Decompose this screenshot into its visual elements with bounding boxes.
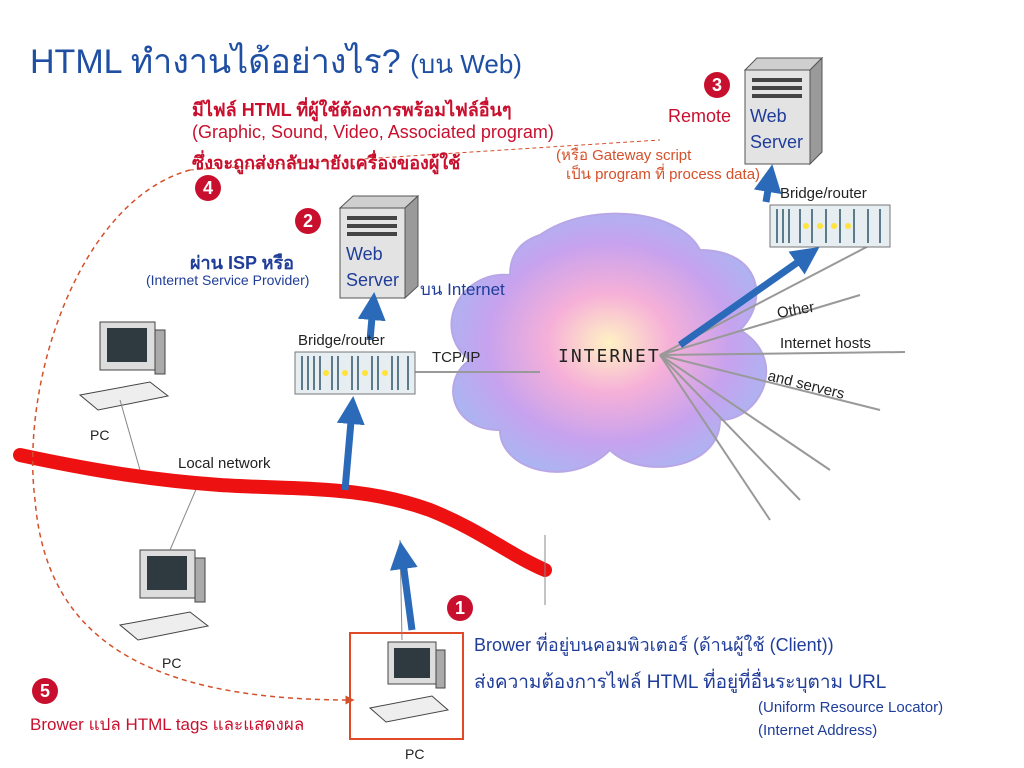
label-local-network: Local network	[178, 455, 271, 472]
title-sub: (บน Web)	[410, 49, 522, 79]
title-main: HTML ทำงานได้อย่างไร?	[30, 43, 401, 81]
local-network-cable	[13, 448, 552, 577]
label-tcp-ip: TCP/IP	[432, 349, 480, 366]
label-bridge-router-local: Bridge/router	[298, 332, 385, 349]
bridge-router-remote	[769, 204, 891, 248]
step1-url-full: (Uniform Resource Locator)	[758, 699, 944, 716]
label-internet-hosts: Internet hosts	[780, 335, 871, 352]
step4-underline	[189, 139, 661, 171]
label-bridge-router-remote: Bridge/router	[780, 185, 867, 202]
label-pc-middle: PC	[162, 655, 181, 671]
web-server-remote	[743, 56, 824, 166]
label-pc-top: PC	[90, 427, 109, 443]
step3-remote: Remote	[668, 106, 732, 126]
pc-client	[349, 539, 464, 740]
step1-badge: 1	[447, 595, 473, 621]
page-title: HTML ทำงานได้อย่างไร? (บน Web)	[30, 34, 522, 88]
step3-badge: 3	[704, 72, 730, 98]
step1-line2: ส่งความต้องการไฟล์ HTML ที่อยู่ที่อื่นระ…	[474, 672, 887, 693]
label-internet: INTERNET	[558, 346, 661, 367]
step3-server: Server	[750, 132, 804, 152]
step1-line1: Brower ที่อยู่บนคอมพิวเตอร์ (ด้านผู้ใช้ …	[474, 635, 834, 655]
pc-top	[78, 321, 170, 471]
step3-web: Web	[750, 106, 787, 126]
flow-arrows	[336, 164, 820, 631]
label-and-servers: and servers	[766, 367, 846, 402]
label-other: Other	[776, 299, 816, 322]
step2-isp-full: (Internet Service Provider)	[146, 272, 310, 288]
web-server-isp	[338, 194, 420, 300]
pc-middle	[118, 479, 210, 641]
step3-note2: เป็น program ที่ process data)	[566, 166, 761, 183]
step2-via-isp: ผ่าน ISP หรือ	[190, 253, 294, 273]
label-pc-client: PC	[405, 746, 424, 762]
step2-web: Web	[346, 244, 383, 264]
internet-cloud	[450, 212, 768, 473]
step2-badge: 2	[295, 208, 321, 234]
step4-badge: 4	[195, 175, 221, 201]
step2-server: Server	[346, 270, 400, 290]
bridge-router-local	[294, 351, 416, 395]
step4-line3: ซึ่งจะถูกส่งกลับมายังเครื่องของผู้ใช้	[192, 153, 461, 173]
step4-line1: มีไฟล์ HTML ที่ผู้ใช้ต้องการพร้อมไฟล์อื่…	[192, 100, 512, 120]
step4-line2: (Graphic, Sound, Video, Associated progr…	[192, 122, 554, 142]
return-path	[31, 169, 355, 705]
step5-badge: 5	[32, 678, 58, 704]
step5-text: Brower แปล HTML tags และแสดงผล	[30, 715, 305, 734]
step3-note1: (หรือ Gateway script	[556, 147, 692, 164]
step1-url-alt: (Internet Address)	[758, 722, 878, 739]
step2-on-internet: บน Internet	[420, 280, 505, 299]
